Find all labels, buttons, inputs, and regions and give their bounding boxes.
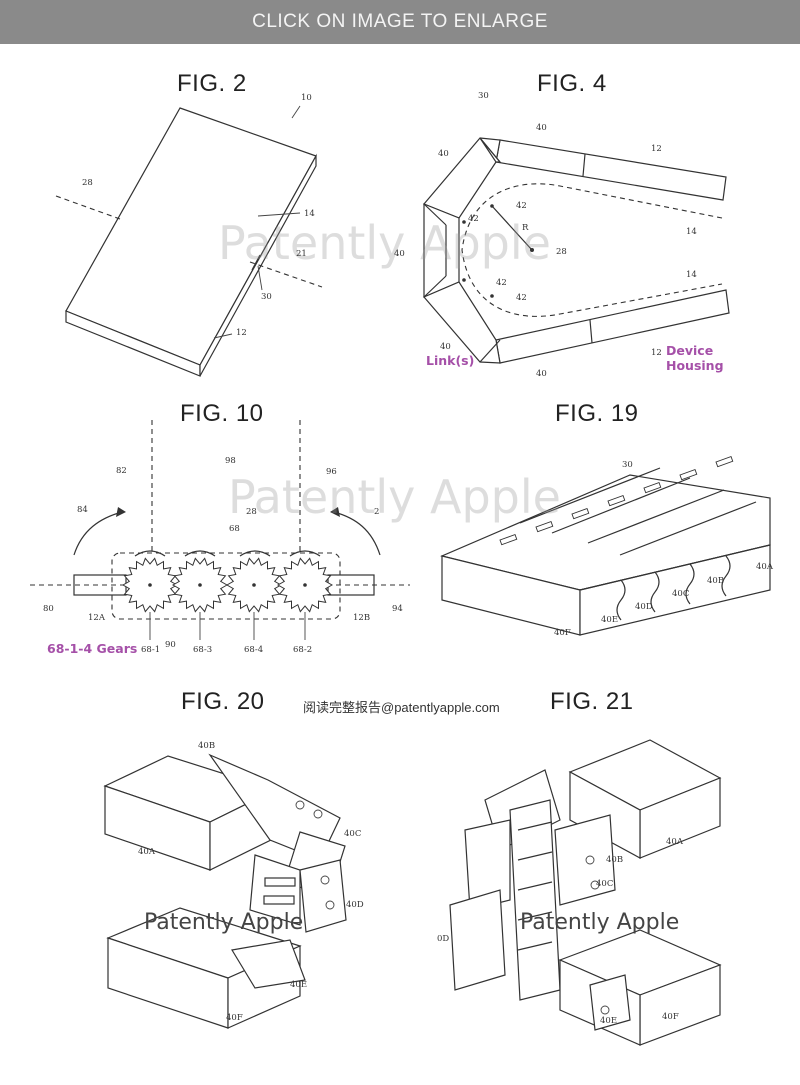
fig4-ref-30: 30: [478, 91, 489, 101]
watermark-middle: Patently Apple: [228, 470, 561, 524]
fig19-ref-40A: 40A: [756, 562, 773, 572]
fig4-ref-12-upper: 12: [651, 144, 662, 154]
fig21-ref-40B: 40B: [606, 855, 624, 865]
fig10-ref-12B: 12B: [353, 613, 371, 623]
fig19-ref-40C: 40C: [672, 589, 690, 599]
fig4-ref-40-lower-link: 40: [440, 342, 451, 352]
fig21-ref-0D: 0D: [437, 934, 450, 944]
fig4-ref-40-middle-link: 40: [394, 249, 405, 259]
gear-axle-3: [252, 583, 256, 587]
gear-axle-2: [198, 583, 202, 587]
fig4-link-chain-drawing: [423, 137, 730, 364]
fig21-title: FIG. 21: [550, 688, 634, 715]
hinge-slot: [535, 520, 554, 533]
fig21-ref-40C: 40C: [596, 879, 614, 889]
fig10-ref-68-1: 68-1: [141, 645, 161, 655]
fig10-ref-90: 90: [165, 640, 176, 650]
hinge-slot: [499, 533, 518, 546]
watermark-fig21: Patently Apple: [520, 910, 680, 935]
fig21-ref-40A: 40A: [666, 837, 683, 847]
fig4-note-device: Device: [666, 343, 714, 358]
hinge-slot: [679, 468, 698, 481]
fig4-ref-R: R: [522, 223, 529, 233]
fig10-ref-98: 98: [225, 456, 236, 466]
fig20-ref-40A: 40A: [138, 847, 155, 857]
fig4-ref-40-bottom: 40: [536, 369, 547, 379]
fig19-ref-40E: 40E: [601, 615, 619, 625]
fig19-ref-30: 30: [622, 460, 633, 470]
fig4-note-links: Link(s): [426, 353, 475, 368]
fig10-gear-drawing: [30, 420, 410, 640]
fig4-ref-42-d: 42: [516, 293, 527, 303]
hinge-slot: [607, 494, 626, 507]
fig20-title: FIG. 20: [181, 688, 265, 715]
fig10-ref-68: 68: [229, 524, 240, 534]
fig10-ref-82: 82: [116, 466, 127, 476]
fig10-ref-94: 94: [392, 604, 403, 614]
hinge-slot: [715, 455, 734, 468]
fig10-ref-68-3: 68-3: [193, 645, 213, 655]
fig19-ref-40B: 40B: [707, 576, 725, 586]
fig4-ref-40-upper-link: 40: [438, 149, 449, 159]
watermark-fig20: Patently Apple: [144, 910, 304, 935]
hinge-slot: [643, 481, 662, 494]
fig21-ref-40E: 40E: [600, 1016, 618, 1026]
fig19-band-drawing: [440, 455, 771, 636]
fig2-ref-30: 30: [261, 292, 272, 302]
fig4-ref-12-lower: 12: [651, 348, 662, 358]
fig10-ref-68-2: 68-2: [293, 645, 313, 655]
fig10-note-gears: 68-1-4 Gears: [47, 641, 138, 656]
fig2-ref-14: 14: [304, 209, 315, 219]
fig10-ref-68-4: 68-4: [244, 645, 264, 655]
fig4-ref-42-b: 42: [468, 214, 479, 224]
fig19-ref-40D: 40D: [635, 602, 653, 612]
hinge-slot: [571, 507, 590, 520]
banner-label: CLICK ON IMAGE TO ENLARGE: [252, 11, 548, 32]
fig2-device-drawing: [55, 105, 323, 377]
fig10-title: FIG. 10: [180, 400, 264, 427]
gear-axle-1: [148, 583, 152, 587]
fig10-ref-28: 28: [246, 507, 257, 517]
enlarge-image-banner[interactable]: CLICK ON IMAGE TO ENLARGE: [0, 0, 800, 44]
fig10-ref-80: 80: [43, 604, 54, 614]
fig2-ref-12: 12: [236, 328, 247, 338]
fig19-ref-40F: 40F: [554, 628, 571, 638]
fig4-title: FIG. 4: [537, 70, 607, 97]
fig2-ref-10: 10: [301, 93, 312, 103]
fig20-ref-40B: 40B: [198, 741, 216, 751]
fig4-ref-14-upper: 14: [686, 227, 697, 237]
fig4-ref-28: 28: [556, 247, 567, 257]
fig4-ref-42-c: 42: [496, 278, 507, 288]
site-link[interactable]: 阅读完整报告@patentlyapple.com: [303, 700, 500, 715]
fig21-folded-band-drawing: [449, 739, 722, 1046]
fig10-ref-96: 96: [326, 467, 337, 477]
fig20-ref-40D: 40D: [346, 900, 364, 910]
fig10-ref-84: 84: [77, 505, 88, 515]
fig2-title: FIG. 2: [177, 70, 247, 97]
fig20-ref-40C: 40C: [344, 829, 362, 839]
fig21-ref-40F: 40F: [662, 1012, 679, 1022]
fig4-note-housing: Housing: [666, 358, 724, 373]
fig4-ref-14-lower: 14: [686, 270, 697, 280]
fig2-ref-28: 28: [82, 178, 93, 188]
fig4-ref-42-a: 42: [516, 201, 527, 211]
fig2-ref-21: 21: [296, 249, 307, 259]
fig20-ref-40E: 40E: [290, 980, 308, 990]
fig20-folding-band-drawing: [103, 753, 347, 1029]
fig4-ref-40-top: 40: [536, 123, 547, 133]
fig19-title: FIG. 19: [555, 400, 639, 427]
fig10-ref-12A: 12A: [88, 613, 105, 623]
watermark-upper: Patently Apple: [218, 216, 551, 270]
fig20-ref-40F: 40F: [226, 1013, 243, 1023]
gear-axle-4: [303, 583, 307, 587]
fig10-ref-2: 2: [374, 507, 380, 517]
